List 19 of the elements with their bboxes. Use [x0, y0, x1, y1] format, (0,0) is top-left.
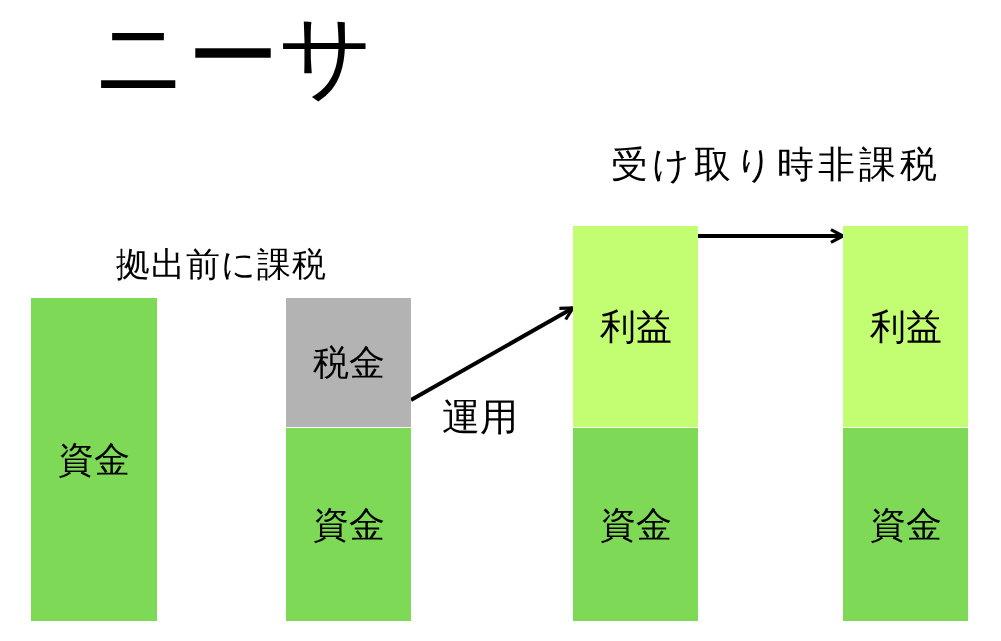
bar-label: 資金: [312, 502, 385, 547]
bar-label: 利益: [869, 304, 942, 349]
diagram-title: ニーサ: [93, 6, 373, 108]
capital-bar: [573, 428, 698, 621]
heading-label: 受け取り時非課税: [611, 143, 941, 188]
bar-label: 資金: [869, 502, 942, 547]
bar-label: 資金: [58, 437, 130, 482]
capital-bar: [286, 428, 411, 621]
heading-label: 拠出前に課税: [115, 244, 327, 285]
bar-label: 税金: [312, 340, 385, 385]
capital-bar: [31, 298, 157, 621]
profit-bar: [843, 226, 968, 427]
tax-bar: [286, 298, 411, 427]
arrow: [698, 228, 845, 244]
capital-bar: [843, 428, 968, 621]
bar-label: 資金: [599, 502, 672, 547]
arrow: [410, 306, 575, 402]
bar-label: 利益: [599, 304, 672, 349]
profit-bar: [573, 226, 698, 427]
